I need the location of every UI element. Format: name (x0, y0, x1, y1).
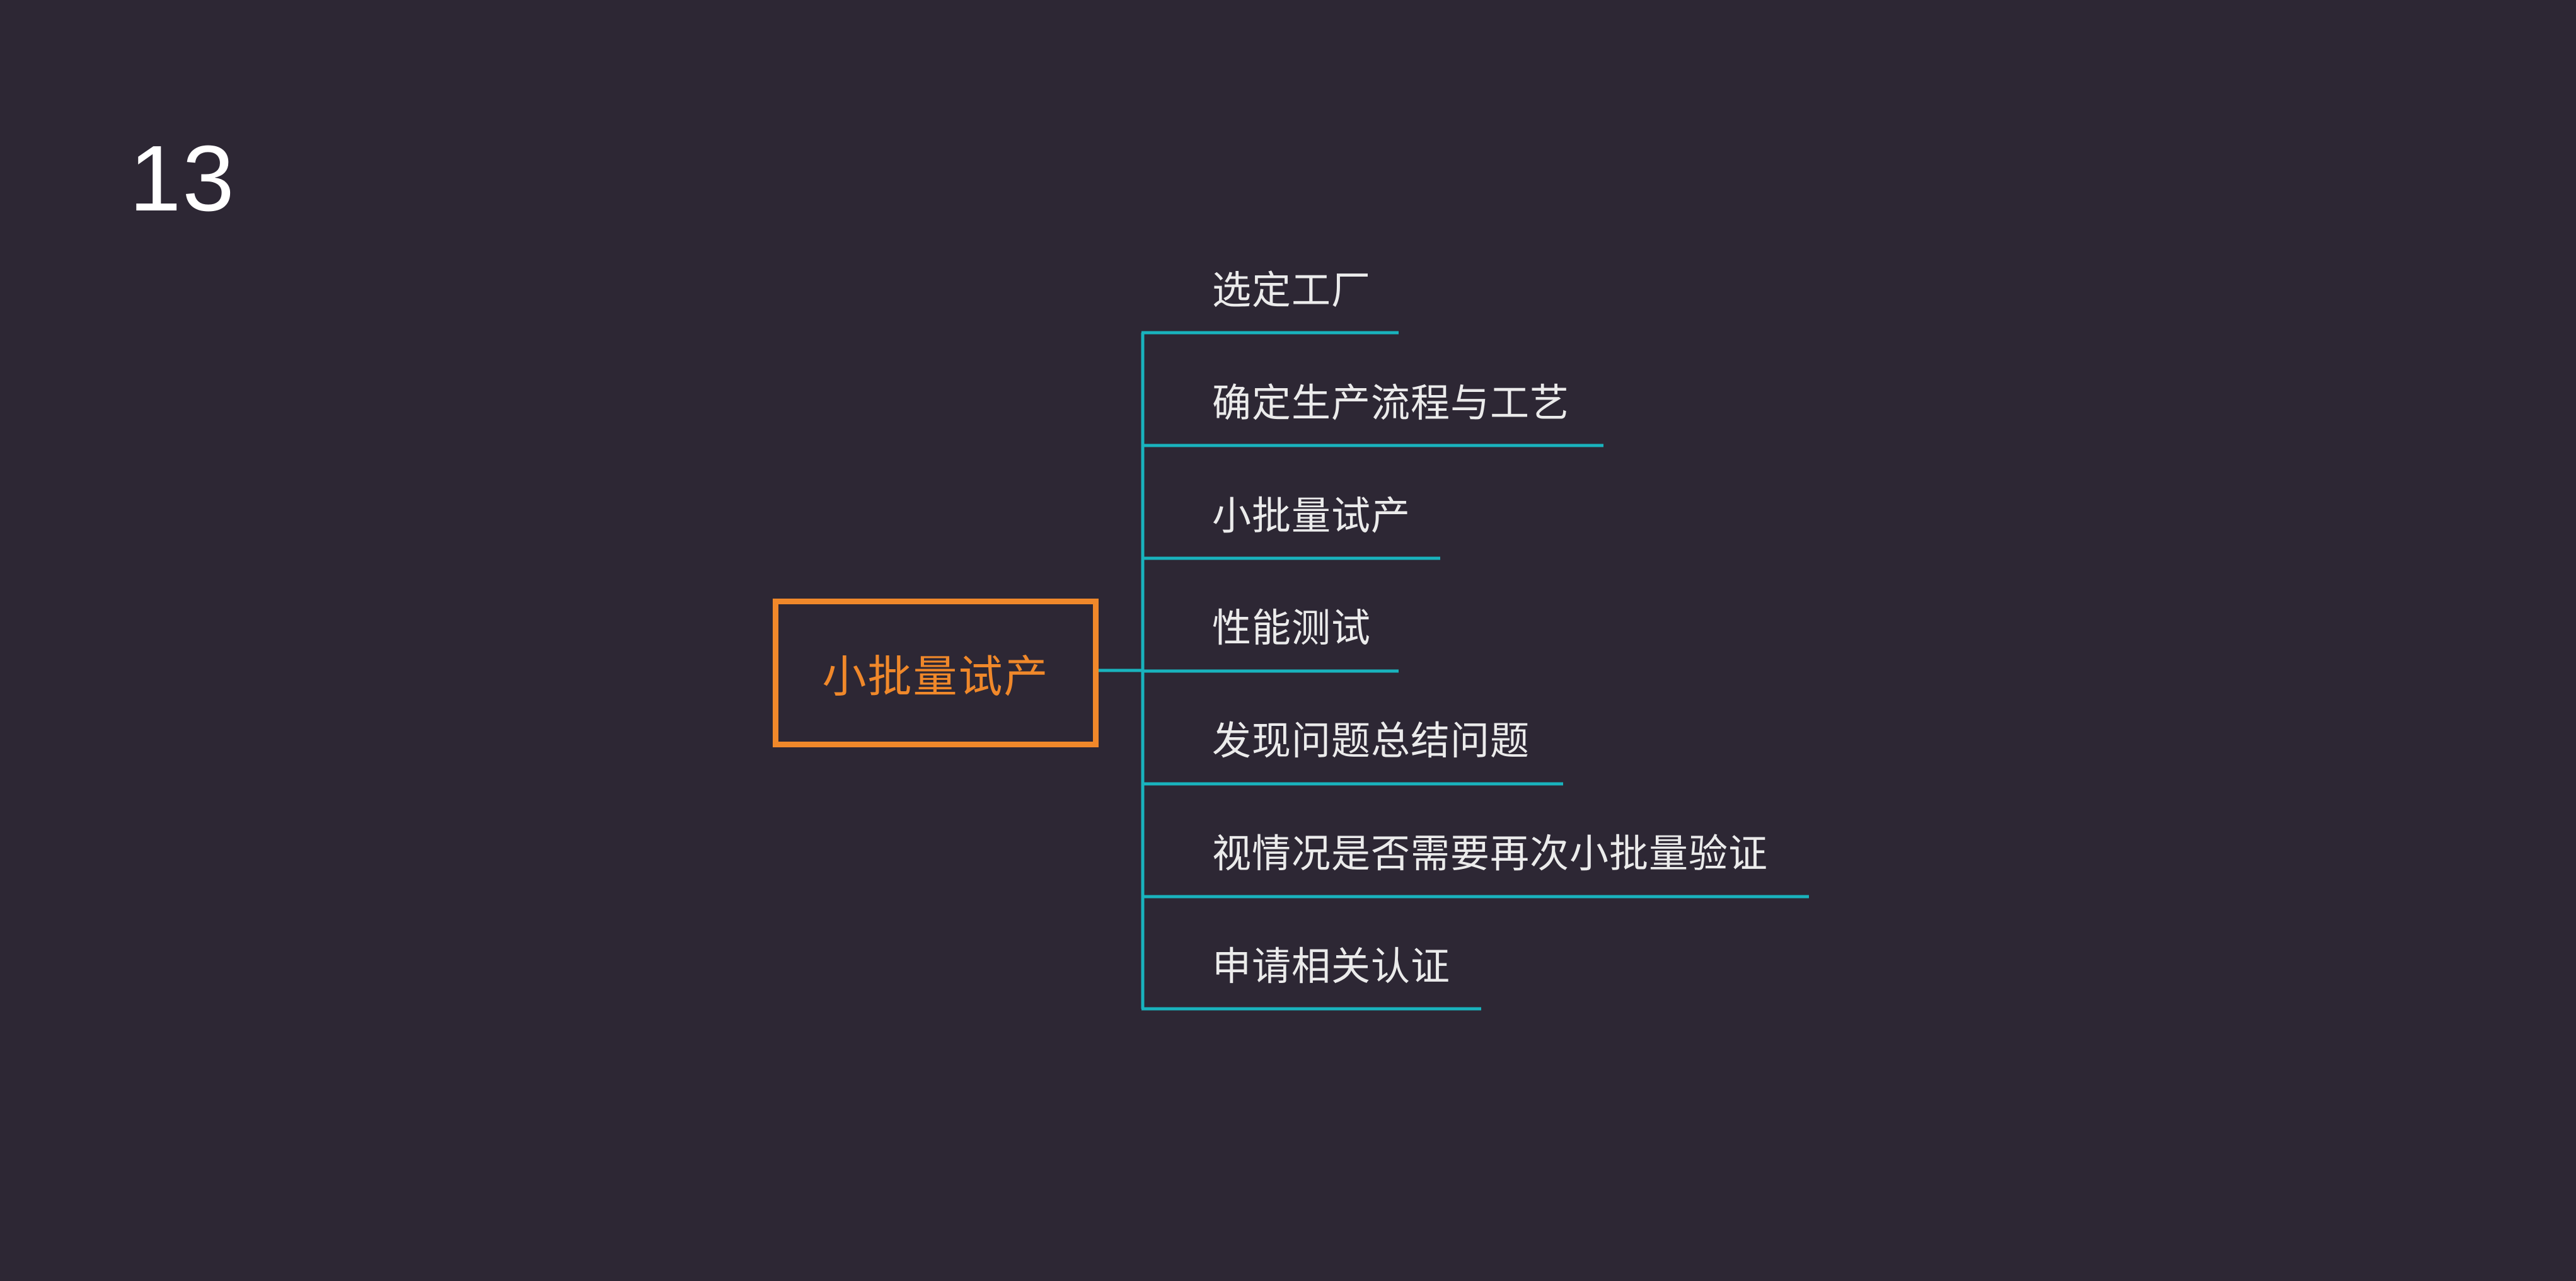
page-number: 13 (129, 127, 236, 231)
branch-label-find-issues: 发现问题总结问题 (1212, 718, 1530, 764)
branch-label-revalidation: 视情况是否需要再次小批量验证 (1212, 830, 1769, 876)
root-node: 小批量试产 (773, 599, 1099, 747)
branch-label-production-process: 确定生产流程与工艺 (1212, 380, 1570, 426)
branch-label-performance-test: 性能测试 (1212, 605, 1372, 651)
root-node-label: 小批量试产 (822, 650, 1049, 703)
branch-label-certification: 申请相关认证 (1212, 943, 1451, 989)
branch-label-select-factory: 选定工厂 (1212, 267, 1372, 313)
branch-label-small-batch-trial: 小批量试产 (1212, 493, 1411, 539)
